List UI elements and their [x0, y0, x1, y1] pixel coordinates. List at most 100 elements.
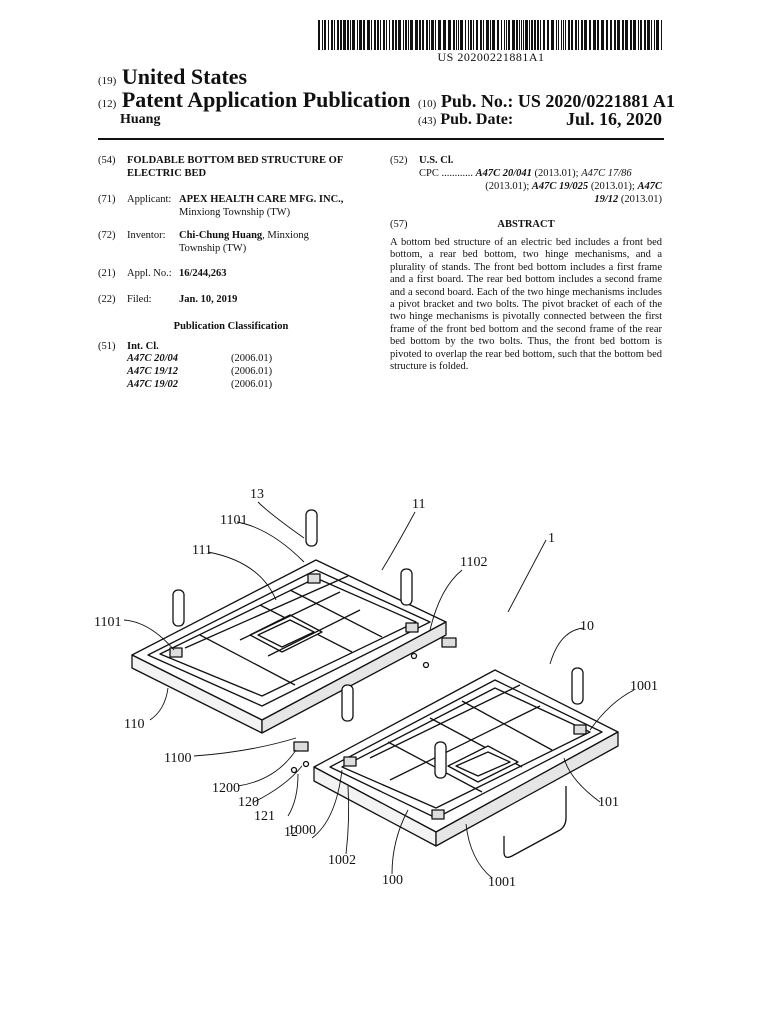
- barcode-bar: [367, 20, 370, 50]
- barcode-bar: [625, 20, 628, 50]
- barcode-bar: [389, 20, 390, 50]
- figure-label: 1102: [460, 555, 487, 570]
- applicant-code: (71): [98, 194, 116, 205]
- figure-label: 110: [124, 717, 144, 732]
- barcode-bar: [357, 20, 358, 50]
- stands: [172, 509, 584, 779]
- barcode-bar: [476, 20, 478, 50]
- barcode-bar: [438, 20, 441, 50]
- figure-label: 1101: [94, 615, 121, 630]
- filed-date: Jan. 10, 2019: [179, 294, 238, 305]
- barcode-bar: [606, 20, 608, 50]
- figure-label: 1: [548, 531, 555, 546]
- figure-label: 1101: [220, 513, 247, 528]
- barcode-bar: [331, 20, 333, 50]
- barcode-bar: [537, 20, 539, 50]
- country-code: (19): [98, 75, 117, 87]
- country: United States: [121, 64, 248, 89]
- barcode-bar: [429, 20, 430, 50]
- intcl-label: Int. Cl.: [127, 341, 159, 352]
- title-code: (54): [98, 155, 116, 166]
- barcode-bar: [322, 20, 323, 50]
- cpc-class-3-year: (2013.01);: [588, 181, 638, 192]
- barcode-bar: [543, 20, 545, 50]
- cpc-class-4-year: (2013.01): [618, 194, 662, 205]
- barcode-bar: [460, 20, 463, 50]
- publication-classification-heading: Publication Classification: [173, 321, 289, 332]
- front-bed-bottom: [131, 559, 447, 734]
- cpc-class-4a: A47C: [637, 181, 662, 192]
- barcode-bar: [640, 20, 642, 50]
- barcode-bar: [504, 20, 505, 50]
- barcode-bar: [556, 20, 557, 50]
- pub-date-code: (43): [418, 115, 437, 127]
- cpc-class-2: A47C 17/86: [581, 168, 632, 179]
- cpc-label: CPC ............: [419, 168, 473, 179]
- rear-bed-bottom: [313, 669, 619, 858]
- figure-label: 1001: [488, 875, 516, 890]
- abstract-text: A bottom bed structure of an electric be…: [390, 237, 662, 373]
- figure-label: 1001: [630, 679, 658, 694]
- barcode-bar: [622, 20, 624, 50]
- barcode-bar: [465, 20, 466, 50]
- barcode-bar: [398, 20, 401, 50]
- barcode-bar: [371, 20, 372, 50]
- intcl-year-3: (2006.01): [231, 379, 273, 390]
- figure-label: 121: [254, 809, 275, 824]
- pub-type-code: (12): [98, 98, 117, 110]
- barcode-number: US 20200221881A1: [437, 50, 545, 64]
- barcode-bar: [343, 20, 346, 50]
- cpc-class-4b: 19/12: [594, 194, 619, 205]
- barcode-bar: [581, 20, 583, 50]
- figure-label: 101: [598, 795, 619, 810]
- figure-label: 10: [580, 619, 594, 634]
- intcl-code-2: A47C 19/12: [127, 366, 179, 377]
- barcode-bar: [497, 20, 499, 50]
- publication-type: Patent Application Publication: [121, 87, 411, 112]
- header-rule: [98, 138, 664, 140]
- barcode-bar: [470, 20, 472, 50]
- barcode-bar: [473, 20, 474, 50]
- uscl-code: (52): [390, 155, 408, 166]
- barcode-bar: [318, 20, 320, 50]
- barcode-bar: [540, 20, 541, 50]
- barcode-bar: [584, 20, 587, 50]
- barcode-bar: [392, 20, 394, 50]
- applicant-location: Minxiong Township (TW): [179, 207, 291, 218]
- barcode-bar: [551, 20, 554, 50]
- leader-lines: [123, 501, 635, 879]
- abstract-heading: ABSTRACT: [497, 219, 555, 230]
- barcode-bar: [617, 20, 620, 50]
- barcode-bar: [651, 20, 652, 50]
- barcode-bar: [377, 20, 379, 50]
- barcode-bar: [534, 20, 536, 50]
- barcode-bar: [350, 20, 351, 50]
- barcode-bar: [403, 20, 404, 50]
- pub-no-label: Pub. No.:: [440, 91, 514, 111]
- barcode-bar: [638, 20, 639, 50]
- barcode-bar: [443, 20, 446, 50]
- pub-number: US 2020/0221881 A1: [517, 91, 675, 111]
- abstract-code: (57): [390, 219, 408, 230]
- barcode-bar: [468, 20, 469, 50]
- publication-type-line: (12) Patent Application Publication: [98, 87, 410, 113]
- figure-label: 13: [250, 487, 264, 502]
- barcode-bar: [386, 20, 387, 50]
- inventor-location-1: , Minxiong: [262, 230, 309, 241]
- author: Huang: [120, 112, 161, 127]
- barcode-bar: [523, 20, 524, 50]
- cpc-class-2-year: (2013.01);: [485, 181, 532, 192]
- barcode-bar: [435, 20, 436, 50]
- figure-label: 1000: [288, 823, 316, 838]
- cpc-line-1: CPC ............ A47C 20/041 (2013.01); …: [419, 167, 632, 180]
- barcode-bar: [654, 20, 655, 50]
- figure-label: 100: [382, 873, 403, 888]
- barcode-bar: [575, 20, 577, 50]
- intcl-code-3: A47C 19/02: [127, 379, 179, 390]
- barcode-bar: [419, 20, 421, 50]
- barcode-bar: [593, 20, 596, 50]
- barcode-bar: [456, 20, 457, 50]
- barcode-bar: [480, 20, 482, 50]
- inventor-name: Chi-Chung Huang: [179, 230, 263, 241]
